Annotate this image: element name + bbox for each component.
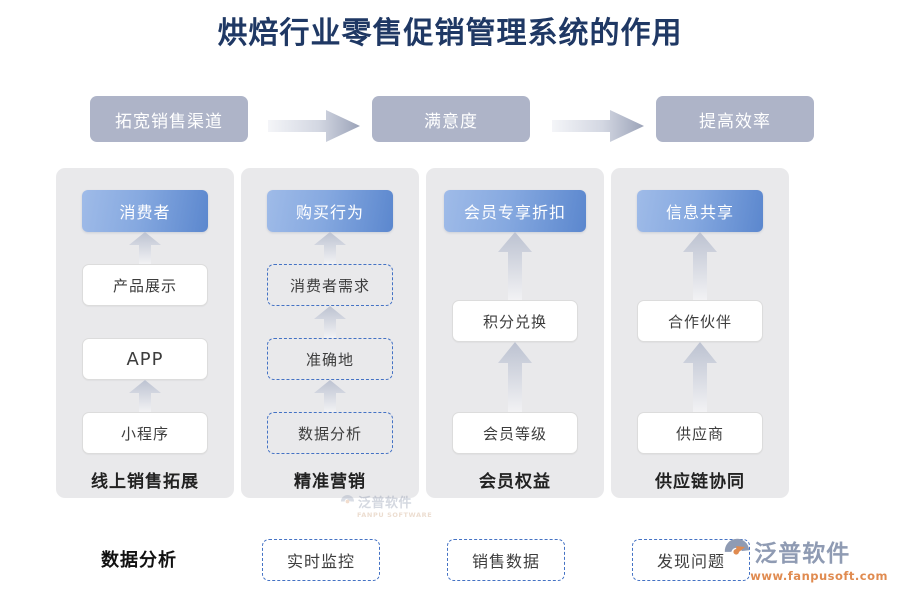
column-1-header-label: 消费者 [119,203,171,222]
column-4-header: 信息共享 [637,190,763,232]
column-2-item-2: 准确地 [267,338,393,380]
column-1-item-2: APP [82,338,208,380]
top-flow-step-2-label: 满意度 [424,111,478,132]
column-4-header-label: 信息共享 [665,203,734,222]
bottom-box-2: 销售数据 [447,539,565,581]
column-2-header: 购买行为 [267,190,393,232]
up-arrow-icon [313,232,347,264]
column-3-item-1-label: 积分兑换 [482,312,547,331]
column-3-item-1: 积分兑换 [452,300,578,342]
up-arrow-icon [313,306,347,338]
column-2-item-1-label: 消费者需求 [289,276,370,295]
column-2-footer: 精准营销 [294,472,366,492]
column-3-header-label: 会员专享折扣 [463,203,566,222]
column-2-item-2-label: 准确地 [305,350,354,369]
top-flow-step-3-label: 提高效率 [699,111,771,132]
up-arrow-icon [496,232,534,300]
page-title: 烘焙行业零售促销管理系统的作用 [217,16,683,51]
watermark-name: 泛普软件 [358,496,413,511]
column-1-header: 消费者 [82,190,208,232]
column-2-item-3: 数据分析 [267,412,393,454]
column-1-item-1: 产品展示 [82,264,208,306]
brand-logo-name: 泛普软件 [754,541,851,567]
top-flow-step-3: 提高效率 [656,96,814,142]
up-arrow-icon [681,342,719,412]
column-panel-member-benefits: 会员专享折扣 积分兑换 [426,168,604,498]
column-2-header-label: 购买行为 [295,203,364,222]
column-4-footer: 供应链协同 [655,472,745,492]
top-flow-step-1: 拓宽销售渠道 [90,96,248,142]
bottom-box-2-label: 销售数据 [471,552,540,571]
fanpu-swoosh-logo-icon [340,494,355,504]
watermark-logo: 泛普软件 FANPU SOFTWARE [340,492,432,519]
up-arrow-icon [313,380,347,412]
watermark-sub: FANPU SOFTWARE [357,511,433,519]
column-3-item-2: 会员等级 [452,412,578,454]
bottom-box-1: 实时监控 [262,539,380,581]
bottom-row-label: 数据分析 [101,550,177,571]
flow-arrow-2 [552,108,644,144]
column-2-item-3-label: 数据分析 [297,424,362,443]
up-arrow-icon [128,232,162,264]
column-4-item-2-label: 供应商 [675,424,724,443]
column-1-item-2-label: APP [126,348,164,370]
column-2-item-1: 消费者需求 [267,264,393,306]
column-4-item-2: 供应商 [637,412,763,454]
column-3-footer: 会员权益 [479,472,551,492]
column-1-footer: 线上销售拓展 [91,472,199,492]
flow-arrow-1 [268,108,360,144]
up-arrow-icon [681,232,719,300]
column-panel-supply-chain: 信息共享 合作伙伴 [611,168,789,498]
bottom-box-1-label: 实时监控 [286,552,355,571]
brand-logo: 泛普软件 www.fanpusoft.com [724,534,888,583]
column-1-item-3-label: 小程序 [120,424,169,443]
up-arrow-icon [128,380,162,412]
top-flow-step-1-label: 拓宽销售渠道 [115,111,223,132]
column-4-item-1-label: 合作伙伴 [667,312,732,331]
brand-logo-url: www.fanpusoft.com [750,569,888,583]
column-panel-precision-marketing: 购买行为 消费者需求 [241,168,419,498]
column-panel-online-sales: 消费者 产品展示 APP [56,168,234,498]
top-flow-step-2: 满意度 [372,96,530,142]
bottom-box-3-label: 发现问题 [656,552,725,571]
column-4-item-1: 合作伙伴 [637,300,763,342]
fanpu-swoosh-logo-icon [725,538,750,555]
up-arrow-icon [496,342,534,412]
column-1-item-3: 小程序 [82,412,208,454]
column-1-item-1-label: 产品展示 [112,276,177,295]
column-3-item-2-label: 会员等级 [482,424,547,443]
bottom-box-3: 发现问题 [632,539,750,581]
column-3-header: 会员专享折扣 [444,190,586,232]
